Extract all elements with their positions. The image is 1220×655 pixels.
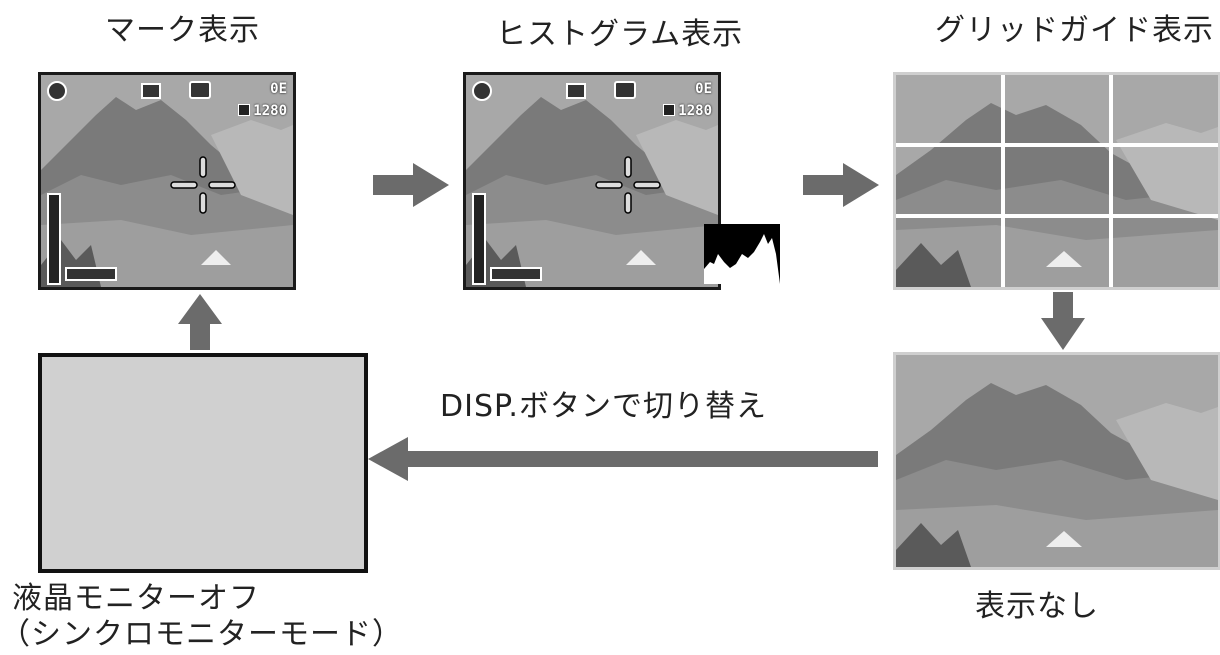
camera-mode-icon (614, 81, 636, 99)
label-no-display: 表示なし (975, 589, 1099, 624)
focus-target-mark (595, 156, 661, 214)
scene-mode-icon (566, 83, 586, 99)
zoom-bar (472, 193, 486, 285)
screen-no-display (893, 352, 1220, 570)
flash-icon (47, 81, 67, 101)
exposure-scale (490, 267, 542, 281)
focus-target-mark (170, 156, 236, 214)
arrow-down (1041, 292, 1085, 350)
screen-grid-guide-display (893, 72, 1220, 290)
screen-histogram-display: 0E 1280 (463, 72, 721, 290)
zoom-bar (47, 193, 61, 285)
arrow-right-1 (373, 163, 449, 207)
exposure-scale (65, 267, 117, 281)
histogram-panel (704, 224, 780, 284)
disp-button-caption: DISP.ボタンで切り替え (440, 389, 767, 424)
label-mark-display: マーク表示 (105, 13, 260, 48)
arrow-up (178, 294, 222, 350)
arrow-right-2 (803, 163, 879, 207)
landscape-image (41, 75, 293, 287)
resolution-indicator: 1280 (663, 103, 712, 119)
label-monitor-off: 液晶モニターオフ (12, 581, 260, 616)
quality-indicator: 0E (270, 81, 287, 97)
grid-lines (896, 75, 1218, 287)
camera-mode-icon (189, 81, 211, 99)
label-histogram-display: ヒストグラム表示 (496, 17, 744, 52)
quality-indicator: 0E (695, 81, 712, 97)
label-sync-monitor-mode: （シンクロモニターモード） (0, 617, 403, 652)
landscape-image (466, 75, 718, 287)
landscape-image (896, 75, 1218, 287)
landscape-image (896, 355, 1218, 567)
scene-mode-icon (141, 83, 161, 99)
resolution-indicator: 1280 (238, 103, 287, 119)
screen-monitor-off (38, 353, 368, 573)
arrow-left-long (368, 437, 878, 481)
screen-mark-display: 0E 1280 (38, 72, 296, 290)
label-grid-guide-display: グリッドガイド表示 (935, 13, 1214, 48)
flash-icon (472, 81, 492, 101)
